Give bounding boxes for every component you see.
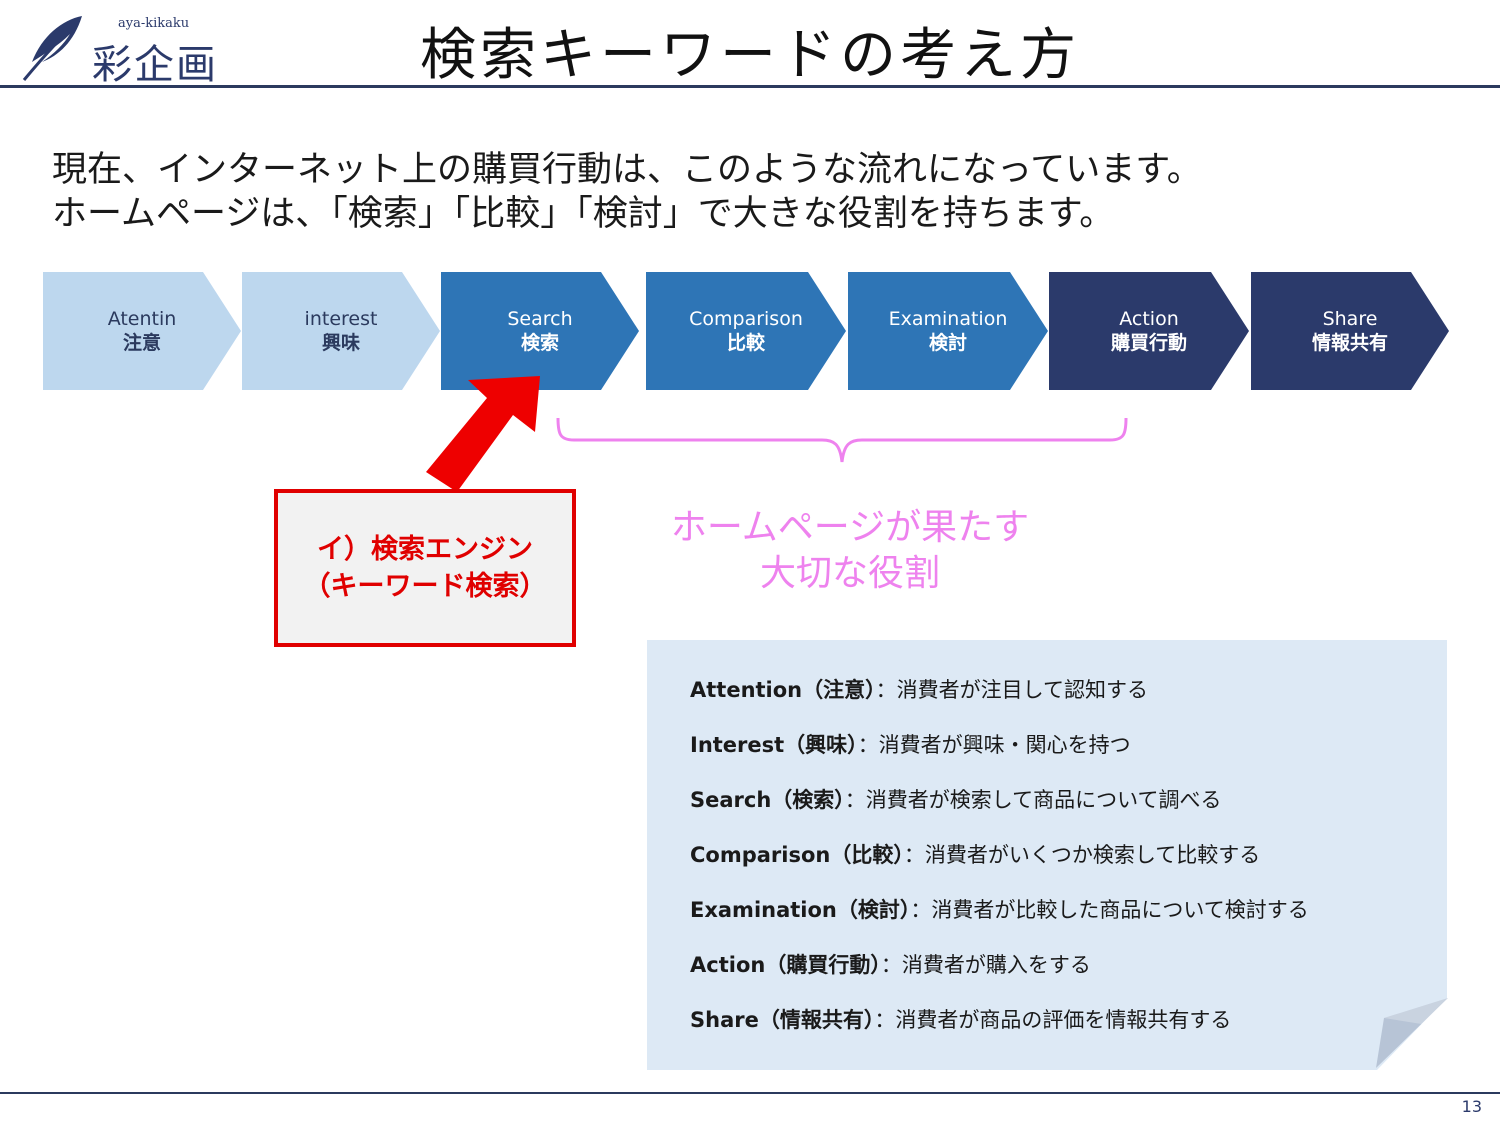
definition-term: Interest（興味） [690, 733, 858, 757]
definition-desc: ：消費者が検索して商品について調べる [844, 788, 1222, 812]
curly-bracket-icon [556, 417, 1128, 463]
step-label-en: interest [304, 308, 378, 330]
role-line-1: ホームページが果たす [670, 507, 1030, 548]
step-label-ja: 情報共有 [1311, 332, 1388, 354]
definition-term: Share（情報共有） [690, 1008, 875, 1032]
quill-pen-icon [22, 16, 82, 81]
definition-desc: ：消費者が比較した商品について検討する [910, 898, 1309, 922]
step-label-ja: 比較 [726, 332, 765, 354]
step-action: Action 購買行動 [1049, 272, 1249, 390]
definition-desc: ：消費者がいくつか検索して比較する [903, 843, 1261, 867]
step-label-en: Search [507, 308, 573, 330]
role-line-2: 大切な役割 [759, 553, 940, 594]
definition-term: Search（検索） [690, 788, 845, 812]
step-interest: interest 興味 [242, 272, 440, 390]
step-label-ja: 興味 [321, 332, 360, 354]
definition-item: Comparison（比較）：消費者がいくつか検索して比較する [690, 838, 1309, 893]
definition-item: Search（検索）：消費者が検索して商品について調べる [690, 783, 1309, 838]
definition-term: Examination（検討） [690, 898, 911, 922]
step-label-ja: 購買行動 [1110, 332, 1187, 354]
logo-wordmark: 彩企画 [92, 42, 218, 88]
callout-line-2: （キーワード検索） [303, 571, 547, 602]
step-label-ja: 検索 [520, 332, 559, 354]
definitions-card [647, 640, 1447, 1070]
page-curl-icon [1376, 998, 1448, 1068]
step-label-ja: 検討 [928, 332, 967, 354]
company-logo: aya-kikaku 彩企画 [18, 10, 228, 88]
definition-term: Action（購買行動） [690, 953, 881, 977]
search-engine-callout: イ）検索エンジン （キーワード検索） [274, 489, 576, 647]
footer-divider [0, 1092, 1500, 1094]
page-number: 13 [1461, 1097, 1482, 1116]
step-examination: Examination 検討 [848, 272, 1048, 390]
logo-subtitle: aya-kikaku [118, 16, 190, 31]
definition-item: Attention（注意）：消費者が注目して認知する [690, 673, 1309, 728]
definition-desc: ：消費者が興味・関心を持つ [857, 733, 1131, 757]
definition-item: Interest（興味）：消費者が興味・関心を持つ [690, 728, 1309, 783]
red-pointer-arrow-icon [426, 376, 540, 492]
step-label-en: Action [1119, 308, 1179, 330]
definition-term: Attention（注意） [690, 678, 876, 702]
step-label-en: Examination [888, 308, 1008, 330]
definition-desc: ：消費者が注目して認知する [875, 678, 1149, 702]
intro-line-1: 現在、インターネット上の購買行動は、このような流れになっています。 [52, 150, 1202, 190]
definition-item: Action（購買行動）：消費者が購入をする [690, 948, 1309, 1003]
step-search: Search 検索 [441, 272, 639, 390]
homepage-role-label: ホームページが果たす 大切な役割 [640, 505, 1060, 597]
step-attention: Atentin 注意 [43, 272, 241, 390]
step-label-en: Comparison [689, 308, 803, 330]
definitions-list: Attention（注意）：消費者が注目して認知する Interest（興味）：… [690, 673, 1309, 1058]
callout-line-1: イ）検索エンジン [317, 534, 533, 565]
definition-term: Comparison（比較） [690, 843, 904, 867]
step-comparison: Comparison 比較 [646, 272, 846, 390]
definition-desc: ：消費者が商品の評価を情報共有する [874, 1008, 1232, 1032]
intro-line-2: ホームページは、「検索」「比較」「検討」で大きな役割を持ちます。 [52, 194, 1115, 234]
header-divider [0, 85, 1500, 88]
definition-item: Examination（検討）：消費者が比較した商品について検討する [690, 893, 1309, 948]
definition-item: Share（情報共有）：消費者が商品の評価を情報共有する [690, 1003, 1309, 1058]
intro-text: 現在、インターネット上の購買行動は、このような流れになっています。 ホームページ… [52, 148, 1202, 236]
step-label-en: Atentin [107, 308, 177, 330]
page-title: 検索キーワードの考え方 [420, 23, 1080, 88]
step-label-en: Share [1322, 308, 1378, 330]
step-label-ja: 注意 [122, 332, 161, 354]
definition-desc: ：消費者が購入をする [880, 953, 1091, 977]
step-share: Share 情報共有 [1251, 272, 1449, 390]
